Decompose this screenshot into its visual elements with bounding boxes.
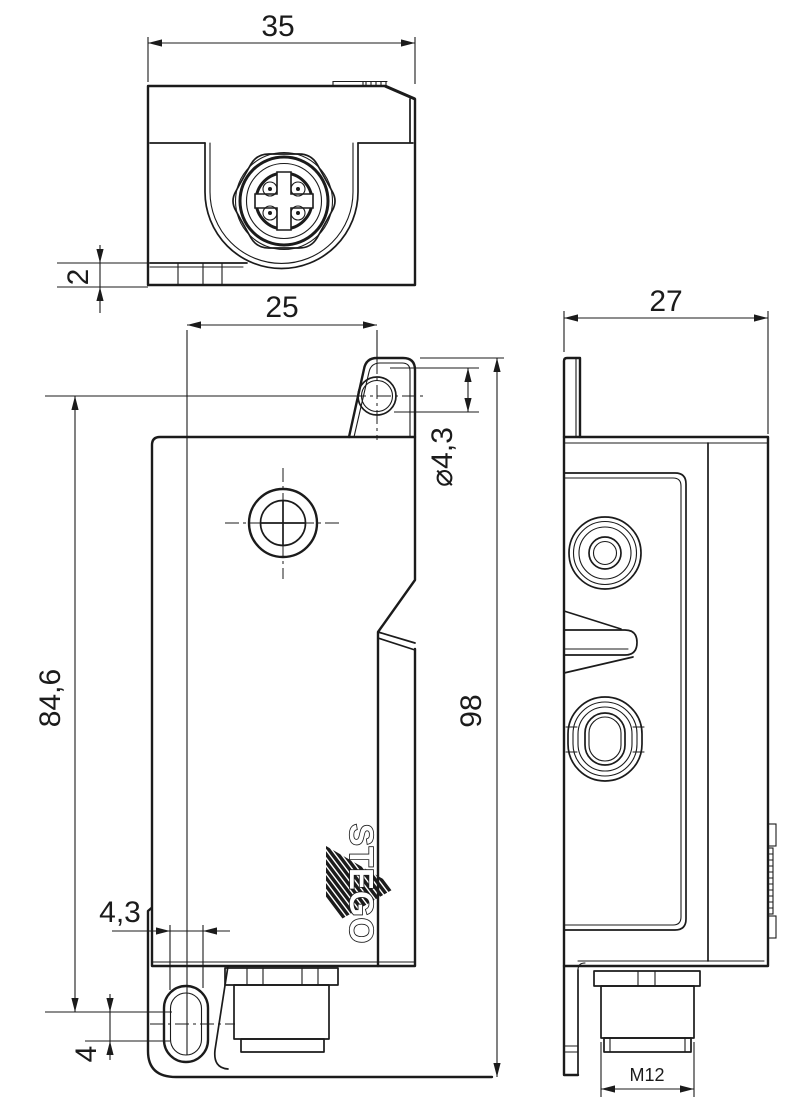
dim-top-width: 35 [147, 10, 416, 84]
front-view: STEGO 25 ⌀4,3 [34, 291, 504, 1079]
m12-connector-front [224, 967, 339, 1053]
chamfer-edge [384, 84, 416, 101]
sensor-rings [568, 516, 642, 590]
connector-thread-dim-label: M12 [629, 1065, 664, 1085]
stego-logo: STEGO [326, 823, 397, 945]
dim-depth: 27 [563, 285, 769, 434]
slot-end-dim-label: 4 [70, 1046, 103, 1063]
u-cavity-outer [204, 142, 359, 270]
m12-connector-side [593, 970, 701, 1053]
side-wall-edge [376, 647, 417, 968]
fold-wedge [377, 631, 416, 651]
keyway-cross [254, 171, 314, 231]
total-height-dim-label: 98 [455, 694, 488, 727]
clip-strip [767, 823, 777, 939]
side-body-outline [562, 435, 770, 968]
dim-connector-thread: M12 [600, 1042, 695, 1097]
hole-diameter-dim-label: ⌀4,3 [426, 427, 459, 487]
flange-height-dim-label: 2 [62, 269, 95, 286]
side-bracket [562, 962, 586, 1077]
height-to-slot-dim-label: 84,6 [34, 669, 67, 727]
u-cavity-inner [209, 142, 354, 265]
m12-connector-face [232, 151, 336, 251]
side-tab-top [562, 356, 582, 439]
top-view-outline [146, 84, 417, 287]
top-view: 35 2 [57, 10, 417, 313]
front-body-outline [150, 435, 417, 968]
dim-hole-diameter: ⌀4,3 [390, 367, 479, 487]
depth-dim-label: 27 [649, 285, 682, 318]
dim-slot-width: 4,3 [99, 896, 230, 990]
dim-height-to-slot: 84,6 [34, 395, 352, 1013]
wedge-rib [563, 610, 638, 674]
dim-slot-end: 4 [70, 994, 170, 1062]
logo-text: STEGO [343, 824, 380, 945]
front-panel-edge [563, 472, 687, 931]
top-width-dim-label: 35 [261, 10, 294, 43]
dim-flange-height: 2 [57, 245, 150, 313]
dim-hole-offset: 25 [186, 291, 378, 1055]
connector-pins [262, 181, 306, 221]
dim-total-height: 98 [420, 357, 504, 1077]
mounting-bracket [146, 906, 494, 1079]
adjustment-knob [225, 468, 341, 579]
side-view: 27 M12 [562, 285, 777, 1097]
slot-width-dim-label: 4,3 [99, 896, 141, 929]
mounting-tab-top [347, 356, 424, 440]
flange-strip [149, 262, 248, 286]
oval-rings [565, 696, 645, 782]
clip-detail [332, 80, 388, 87]
logo-emblem [326, 846, 397, 928]
side-face-lines [563, 442, 769, 962]
inner-shoulder [149, 98, 414, 144]
hole-offset-dim-label: 25 [265, 291, 298, 324]
